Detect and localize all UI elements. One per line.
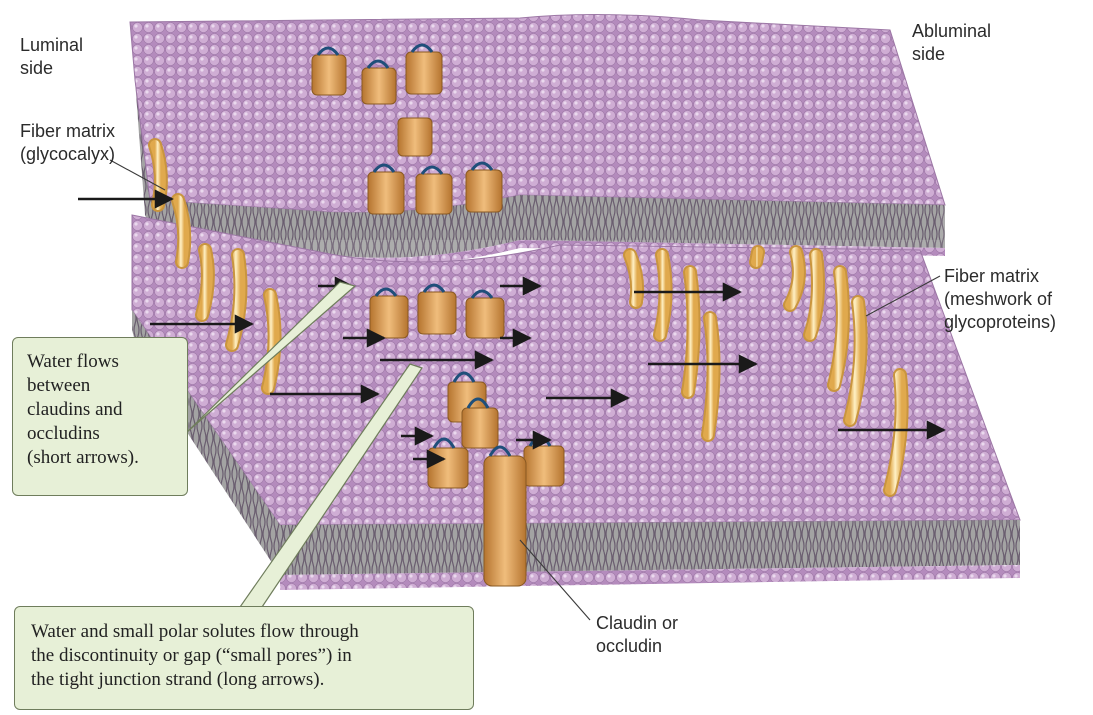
claudin-occludin-label: Claudin or occludin — [596, 613, 679, 656]
claudin-protein-icon — [465, 161, 503, 213]
flow-arrows — [78, 189, 946, 469]
claudin-protein-icon — [415, 165, 453, 215]
claudin-protein-icon — [405, 43, 443, 95]
claudin-protein-icon — [465, 289, 505, 339]
claudin-protein-icon — [311, 46, 347, 96]
claudin-protein-icon — [369, 287, 409, 339]
lower-membrane-side-left — [132, 215, 280, 575]
abluminal-side-label: Abluminal side — [912, 21, 992, 64]
claudin-protein-icon — [461, 397, 499, 449]
upper-membrane — [129, 13, 946, 266]
claudin-protein-icon — [417, 283, 457, 335]
long-arrows-callout: Water and small polar solutes flow throu… — [14, 606, 474, 710]
upper-membrane-top — [129, 13, 946, 213]
claudin-protein-icon — [397, 117, 433, 157]
lower-membrane — [131, 214, 1021, 590]
short-arrows-callout: Water flows between claudins and occludi… — [12, 337, 188, 496]
luminal-side-label: Luminal side — [20, 35, 84, 78]
upper-membrane-lower-leaflet — [150, 195, 945, 258]
claudin-protein-icon — [483, 445, 527, 587]
lower-membrane-side-front — [280, 520, 1020, 575]
fiber-matrix-glycoproteins-label: Fiber matrix (meshwork of glycoproteins) — [944, 266, 1057, 332]
claudin-protein-cluster — [311, 43, 565, 587]
fiber-matrix-glycocalyx-label: Fiber matrix (glycocalyx) — [20, 121, 116, 164]
claudin-protein-icon — [361, 59, 397, 105]
fiber-matrix — [148, 138, 909, 497]
claudin-protein-icon — [367, 163, 405, 215]
